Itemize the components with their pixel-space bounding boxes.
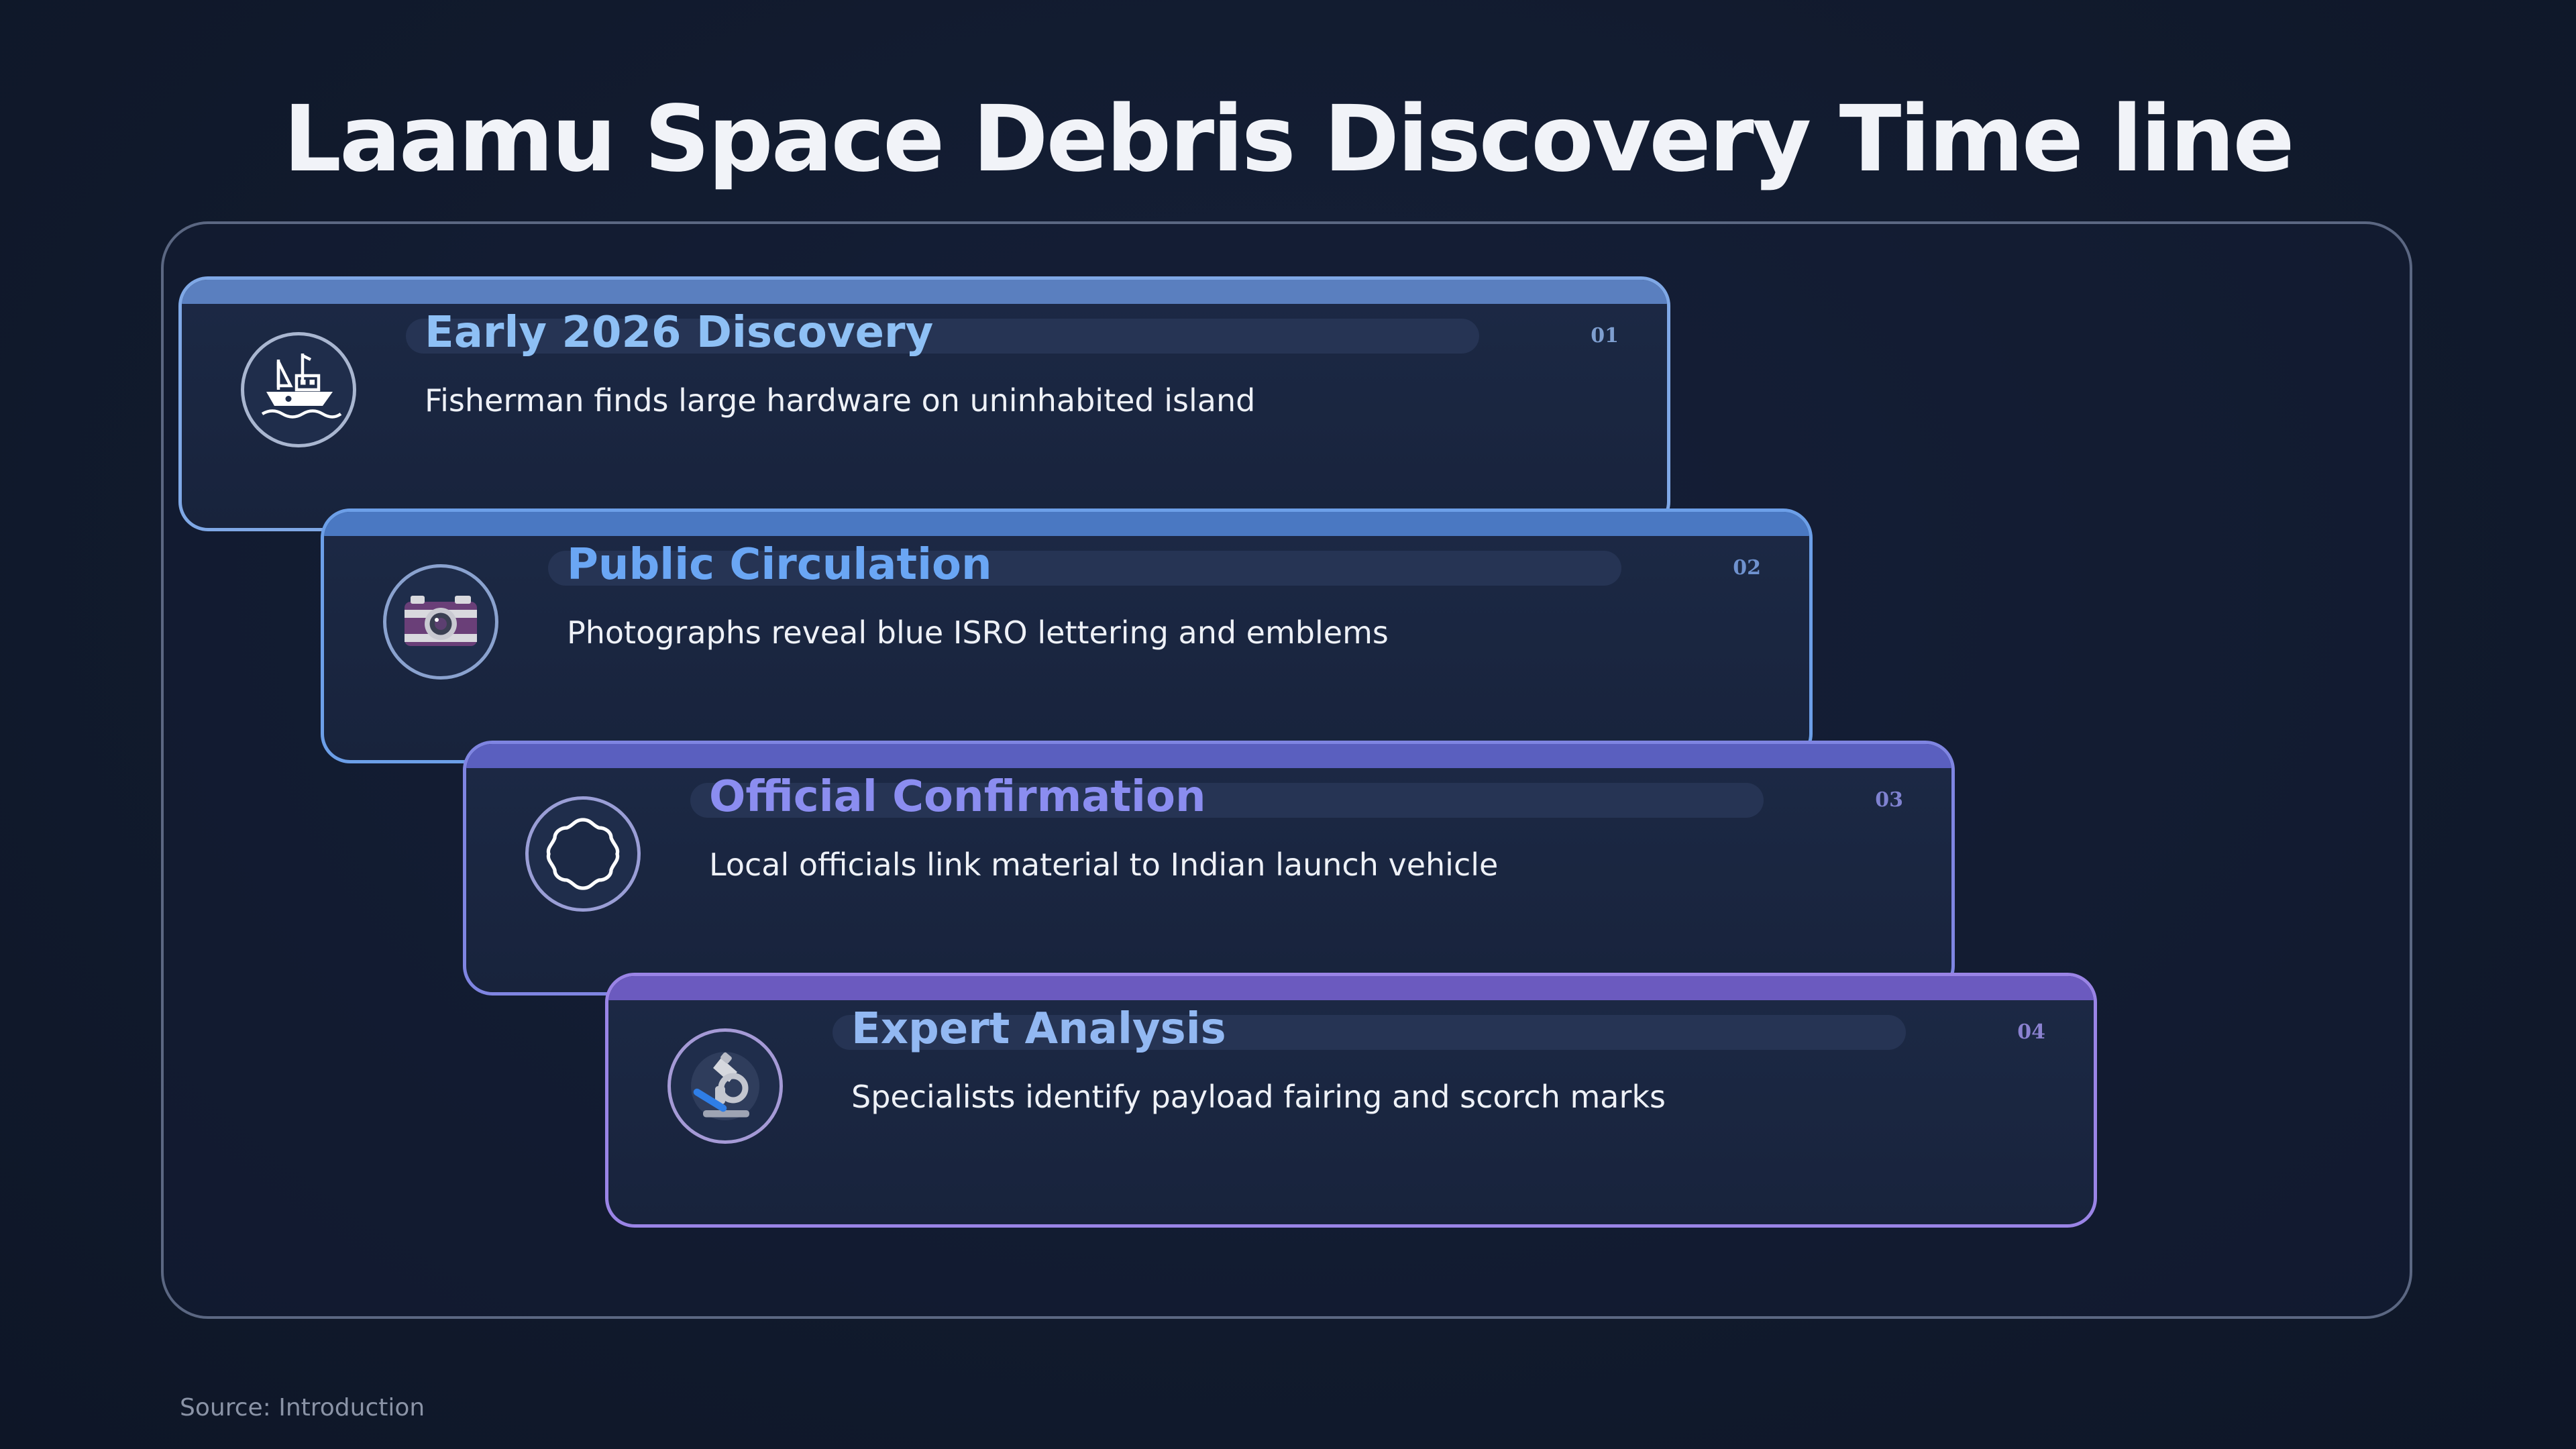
card-number: 01 <box>1591 324 1619 347</box>
card-number: 03 <box>1875 788 1903 812</box>
card-description: Fisherman finds large hardware on uninha… <box>425 382 1256 419</box>
heading-pill <box>406 319 1479 354</box>
icon-badge <box>383 564 498 680</box>
card-title: Public Circulation <box>567 540 992 590</box>
card-description: Specialists identify payload fairing and… <box>851 1079 1666 1115</box>
card-top-bar <box>324 512 1809 536</box>
card-number: 02 <box>1733 556 1761 580</box>
icon-badge <box>525 796 641 912</box>
camera-icon <box>405 596 477 646</box>
heading-pill <box>833 1015 1906 1050</box>
timeline-card-3: Official Confirmation Local officials li… <box>463 741 1955 996</box>
heading-pill <box>690 783 1764 818</box>
card-top-bar <box>466 744 1951 768</box>
card-title: Early 2026 Discovery <box>425 308 934 358</box>
card-description: Photographs reveal blue ISRO lettering a… <box>567 614 1389 651</box>
card-title: Official Confirmation <box>709 772 1206 822</box>
card-top-bar <box>182 280 1667 304</box>
card-number: 04 <box>2017 1020 2045 1044</box>
icon-badge <box>241 332 356 447</box>
timeline-card-4: Expert Analysis Specialists identify pay… <box>605 973 2097 1228</box>
heading-pill <box>548 551 1621 586</box>
card-top-bar <box>608 976 2094 1000</box>
card-title: Expert Analysis <box>851 1004 1226 1054</box>
page-title: Laamu Space Debris Discovery Time line <box>283 87 2294 193</box>
seal-icon <box>546 818 620 890</box>
microscope-icon <box>691 1052 759 1120</box>
icon-badge <box>667 1028 783 1144</box>
timeline-card-2: Public Circulation Photographs reveal bl… <box>321 508 1813 763</box>
timeline-card-1: Early 2026 Discovery Fisherman finds lar… <box>178 276 1670 531</box>
source-note: Source: Introduction <box>180 1394 425 1421</box>
fishing-boat-icon <box>261 354 342 419</box>
card-description: Local officials link material to Indian … <box>709 847 1499 883</box>
